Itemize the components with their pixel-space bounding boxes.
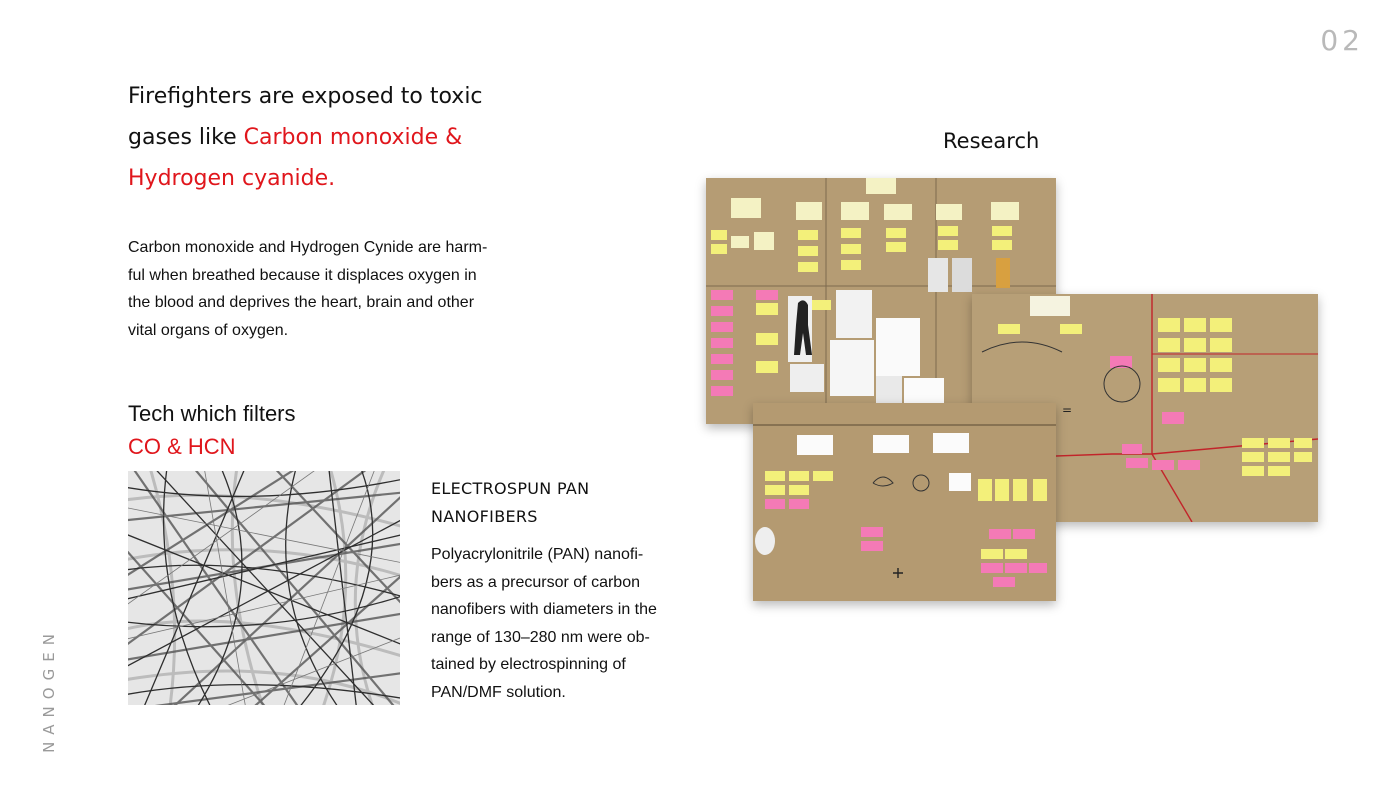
nanofiber-title-line: NANOFIBERS: [431, 507, 538, 526]
nanofiber-desc-line: range of 130–280 nm were ob-: [431, 628, 650, 646]
page-number: 02: [1320, 24, 1364, 57]
headline-highlight-co: Carbon monoxide &: [243, 125, 463, 150]
headline-highlight-hcn: Hydrogen cyanide.: [128, 166, 336, 191]
tech-title: Tech which filters: [128, 401, 296, 426]
board-sticky-notes: [753, 403, 1056, 601]
tech-heading: Tech which filters CO & HCN: [128, 397, 296, 463]
intro-line: ful when breathed because it displaces o…: [128, 266, 477, 284]
nanofiber-title: ELECTROSPUN PAN NANOFIBERS: [431, 475, 671, 531]
tech-highlight: CO & HCN: [128, 434, 236, 459]
headline: Firefighters are exposed to toxic gases …: [128, 76, 558, 199]
headline-line1: Firefighters are exposed to toxic: [128, 84, 483, 109]
intro-line: vital organs of oxygen.: [128, 321, 289, 339]
nanofiber-title-line: ELECTROSPUN PAN: [431, 479, 590, 498]
nanofiber-description: Polyacrylonitrile (PAN) nanofi- bers as …: [431, 541, 683, 706]
brand-text: NANOGEN: [40, 627, 58, 753]
nanofiber-image: [128, 471, 400, 705]
intro-line: Carbon monoxide and Hydrogen Cynide are …: [128, 239, 488, 256]
headline-line2-prefix: gases like: [128, 125, 244, 150]
nanofiber-desc-line: PAN/DMF solution.: [431, 683, 566, 701]
nanofiber-desc-line: nanofibers with diameters in the: [431, 601, 657, 618]
svg-text:=: =: [1062, 403, 1072, 417]
research-heading: Research: [943, 129, 1040, 153]
nanofiber-desc-line: bers as a precursor of carbon: [431, 573, 640, 591]
intro-paragraph: Carbon monoxide and Hydrogen Cynide are …: [128, 234, 528, 344]
side-brand-label: NANOGEN: [34, 627, 64, 753]
research-board-photo-3: [753, 403, 1056, 601]
nanofiber-desc-line: tained by electrospinning of: [431, 656, 626, 673]
intro-line: the blood and deprives the heart, brain …: [128, 294, 475, 311]
nanofiber-desc-line: Polyacrylonitrile (PAN) nanofi-: [431, 546, 644, 563]
nanofiber-mesh-graphic: [128, 471, 400, 705]
